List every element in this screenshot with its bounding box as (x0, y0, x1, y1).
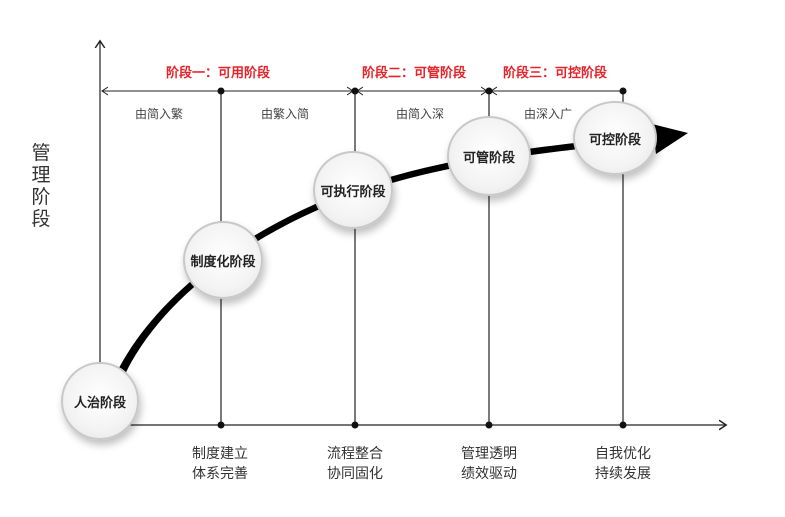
stage-label: 可执行阶段 (320, 184, 386, 200)
axis-dot (619, 421, 627, 429)
stage-node-5: 可控阶段 (573, 101, 657, 175)
bottom-label-3: 管理透明 绩效驱动 (444, 444, 534, 484)
stage-label: 可管阶段 (462, 150, 515, 166)
bottom-label-4: 自我优化 持续发展 (578, 444, 668, 484)
phase-label-1: 阶段一：可用阶段 (166, 66, 271, 81)
bottom-label-line: 管理透明 (461, 446, 517, 462)
axis-dot (351, 421, 359, 429)
stage-node-2: 制度化阶段 (183, 221, 263, 299)
bottom-label-1: 制度建立 体系完善 (175, 444, 265, 484)
y-axis-label: 管理阶段 (31, 142, 51, 230)
timeline-dot (619, 87, 627, 95)
stage-node-1: 人治阶段 (61, 362, 139, 440)
timeline-dot (485, 87, 493, 95)
stage-label: 制度化阶段 (190, 254, 256, 270)
stage-node-3: 可执行阶段 (313, 151, 393, 229)
curve-arrowhead (652, 124, 688, 154)
timeline-dot (217, 87, 225, 95)
bottom-label-line: 流程整合 (327, 446, 383, 462)
bottom-label-2: 流程整合 协同固化 (310, 444, 400, 484)
bottom-label-line: 协同固化 (327, 466, 383, 482)
sub-label-4: 由深入广 (524, 107, 573, 121)
sub-label-2: 由繁入简 (261, 107, 310, 121)
bottom-label-line: 体系完善 (192, 466, 248, 482)
bottom-label-line: 自我优化 (595, 446, 651, 462)
axis-dot (485, 421, 493, 429)
phase-label-3: 阶段三：可控阶段 (503, 66, 608, 81)
stage-node-4: 可管阶段 (447, 116, 531, 196)
axis-dot (217, 421, 225, 429)
bottom-label-line: 制度建立 (192, 446, 248, 462)
timeline-dot (351, 87, 359, 95)
sub-label-3: 由简入深 (396, 107, 445, 121)
bottom-label-line: 绩效驱动 (461, 466, 517, 482)
bottom-label-line: 持续发展 (595, 466, 651, 482)
sub-label-1: 由简入繁 (135, 107, 184, 121)
phase-label-2: 阶段二：可管阶段 (362, 66, 467, 81)
stage-label: 可控阶段 (588, 132, 641, 148)
stage-label: 人治阶段 (73, 395, 126, 411)
